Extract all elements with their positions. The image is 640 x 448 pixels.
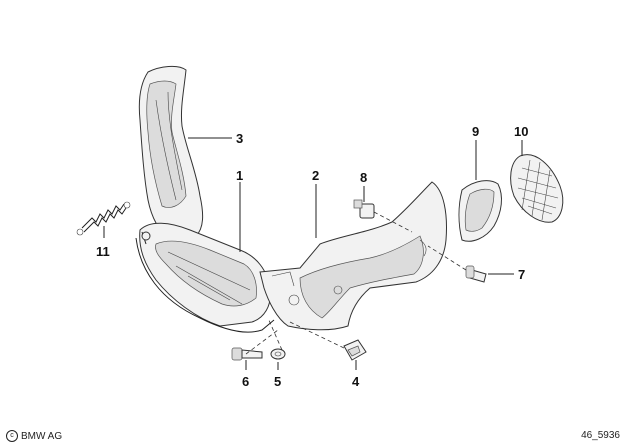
part-11-spring <box>76 201 131 236</box>
part-9-grille-frame <box>458 180 502 242</box>
part-1-air-guide <box>135 222 275 333</box>
part-4-clip <box>289 321 367 361</box>
callout-1: 1 <box>236 168 243 183</box>
part-5-washer <box>267 317 286 360</box>
copyright-brand: c BMW AG <box>6 430 62 442</box>
part-6-screw <box>231 329 279 361</box>
callout-2: 2 <box>312 168 319 183</box>
drawing-code: 46_5936 <box>581 430 620 441</box>
callout-9: 9 <box>472 124 479 139</box>
callout-8: 8 <box>360 170 367 185</box>
callout-7: 7 <box>518 267 525 282</box>
callout-6: 6 <box>242 374 249 389</box>
leader-lines <box>103 137 523 370</box>
part-10-grille-insert <box>510 154 564 223</box>
part-8-clip-nut <box>353 199 413 233</box>
callout-10: 10 <box>514 124 528 139</box>
brand-name: BMW AG <box>21 430 63 442</box>
copyright-icon: c <box>6 430 18 442</box>
part-7-bolt <box>427 245 487 283</box>
callout-3: 3 <box>236 131 243 146</box>
part-3-air-duct <box>138 65 204 241</box>
callout-4: 4 <box>352 374 360 389</box>
callout-5: 5 <box>274 374 281 389</box>
part-2-cover-panel <box>259 181 447 331</box>
callout-11: 11 <box>96 244 110 259</box>
